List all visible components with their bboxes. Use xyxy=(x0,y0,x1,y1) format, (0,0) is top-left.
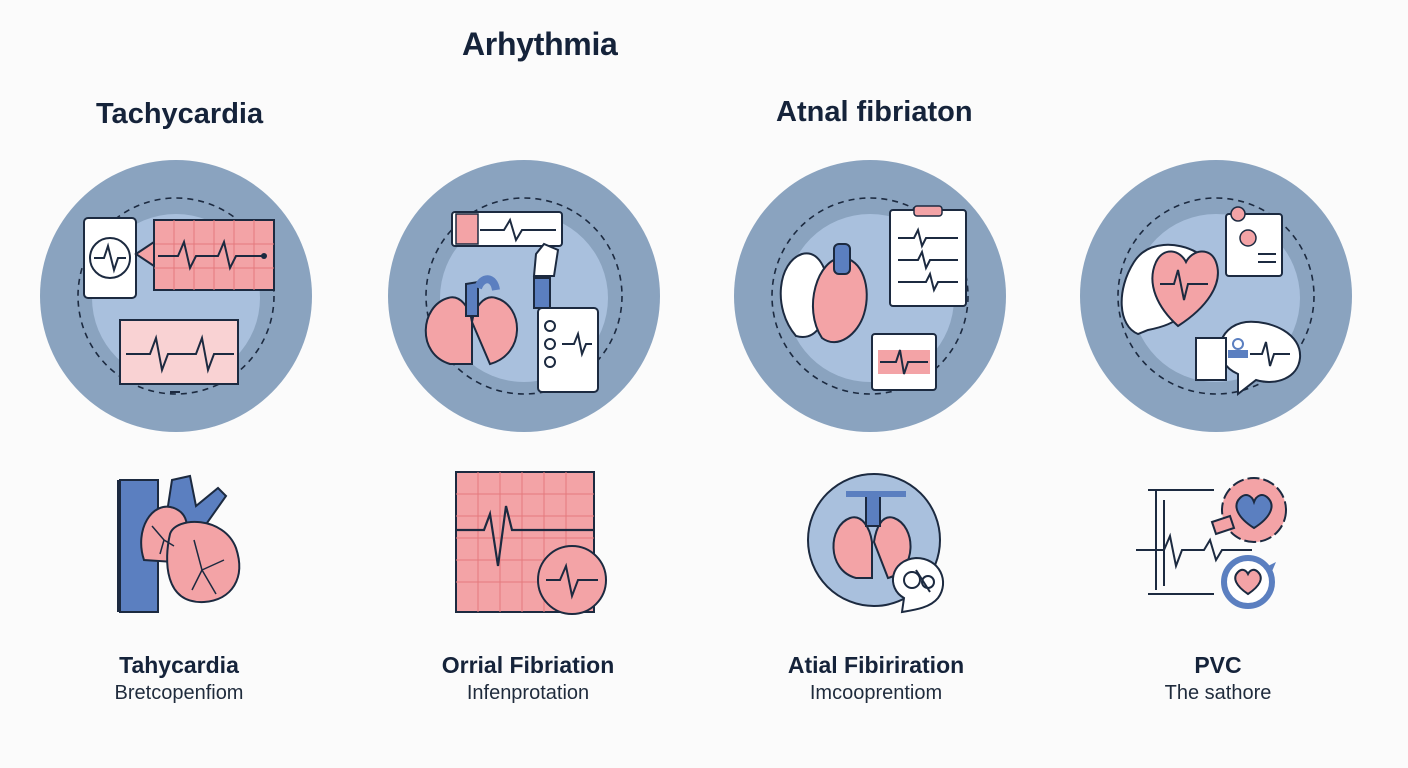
caption-2: Orrial Fibriation Infenprotation xyxy=(416,650,640,706)
lungs-ecg-icon xyxy=(388,160,660,432)
heart-icon xyxy=(117,474,241,613)
lungs-search-icon-container xyxy=(806,470,956,625)
section-title-atrial-fibrillation: Atnal fibriaton xyxy=(776,96,973,128)
heart-chat-icon xyxy=(1080,160,1352,432)
caption-subtitle: Bretcopenfiom xyxy=(114,682,244,704)
caption-subtitle: Infenprotation xyxy=(466,682,590,704)
panel-atrial-fibrillation xyxy=(732,158,1008,434)
heart-gear-icon-container xyxy=(1134,470,1294,625)
ecg-grid-icon xyxy=(455,471,607,615)
caption-1: Tahycardia Bretcopenfiom xyxy=(94,650,264,706)
panel-tachycardia xyxy=(38,158,314,434)
heart-gear-icon xyxy=(1136,477,1287,609)
caption-subtitle: Imcooprentiom xyxy=(809,682,943,704)
section-title-tachycardia: Tachycardia xyxy=(96,98,264,130)
caption-4: PVC The sathore xyxy=(1140,650,1296,706)
ecg-monitor-icon xyxy=(40,160,312,432)
caption-subtitle: The sathore xyxy=(1164,682,1272,704)
ecg-grid-icon-container xyxy=(454,470,614,625)
lungs-search-icon xyxy=(807,473,944,614)
caption-title: PVC xyxy=(1194,652,1242,678)
caption-title: Tahycardia xyxy=(119,652,239,678)
caption-title: Atial Fibiriration xyxy=(787,652,965,678)
heart-icon-container xyxy=(104,470,254,625)
caption-title: Orrial Fibriation xyxy=(441,652,615,678)
heart-chart-icon xyxy=(734,160,1006,432)
page-title: Arhythmia xyxy=(462,26,618,62)
caption-3: Atial Fibiriration Imcooprentiom xyxy=(766,650,986,706)
panel-orrial-fibriation xyxy=(386,158,662,434)
panel-pvc xyxy=(1078,158,1354,434)
